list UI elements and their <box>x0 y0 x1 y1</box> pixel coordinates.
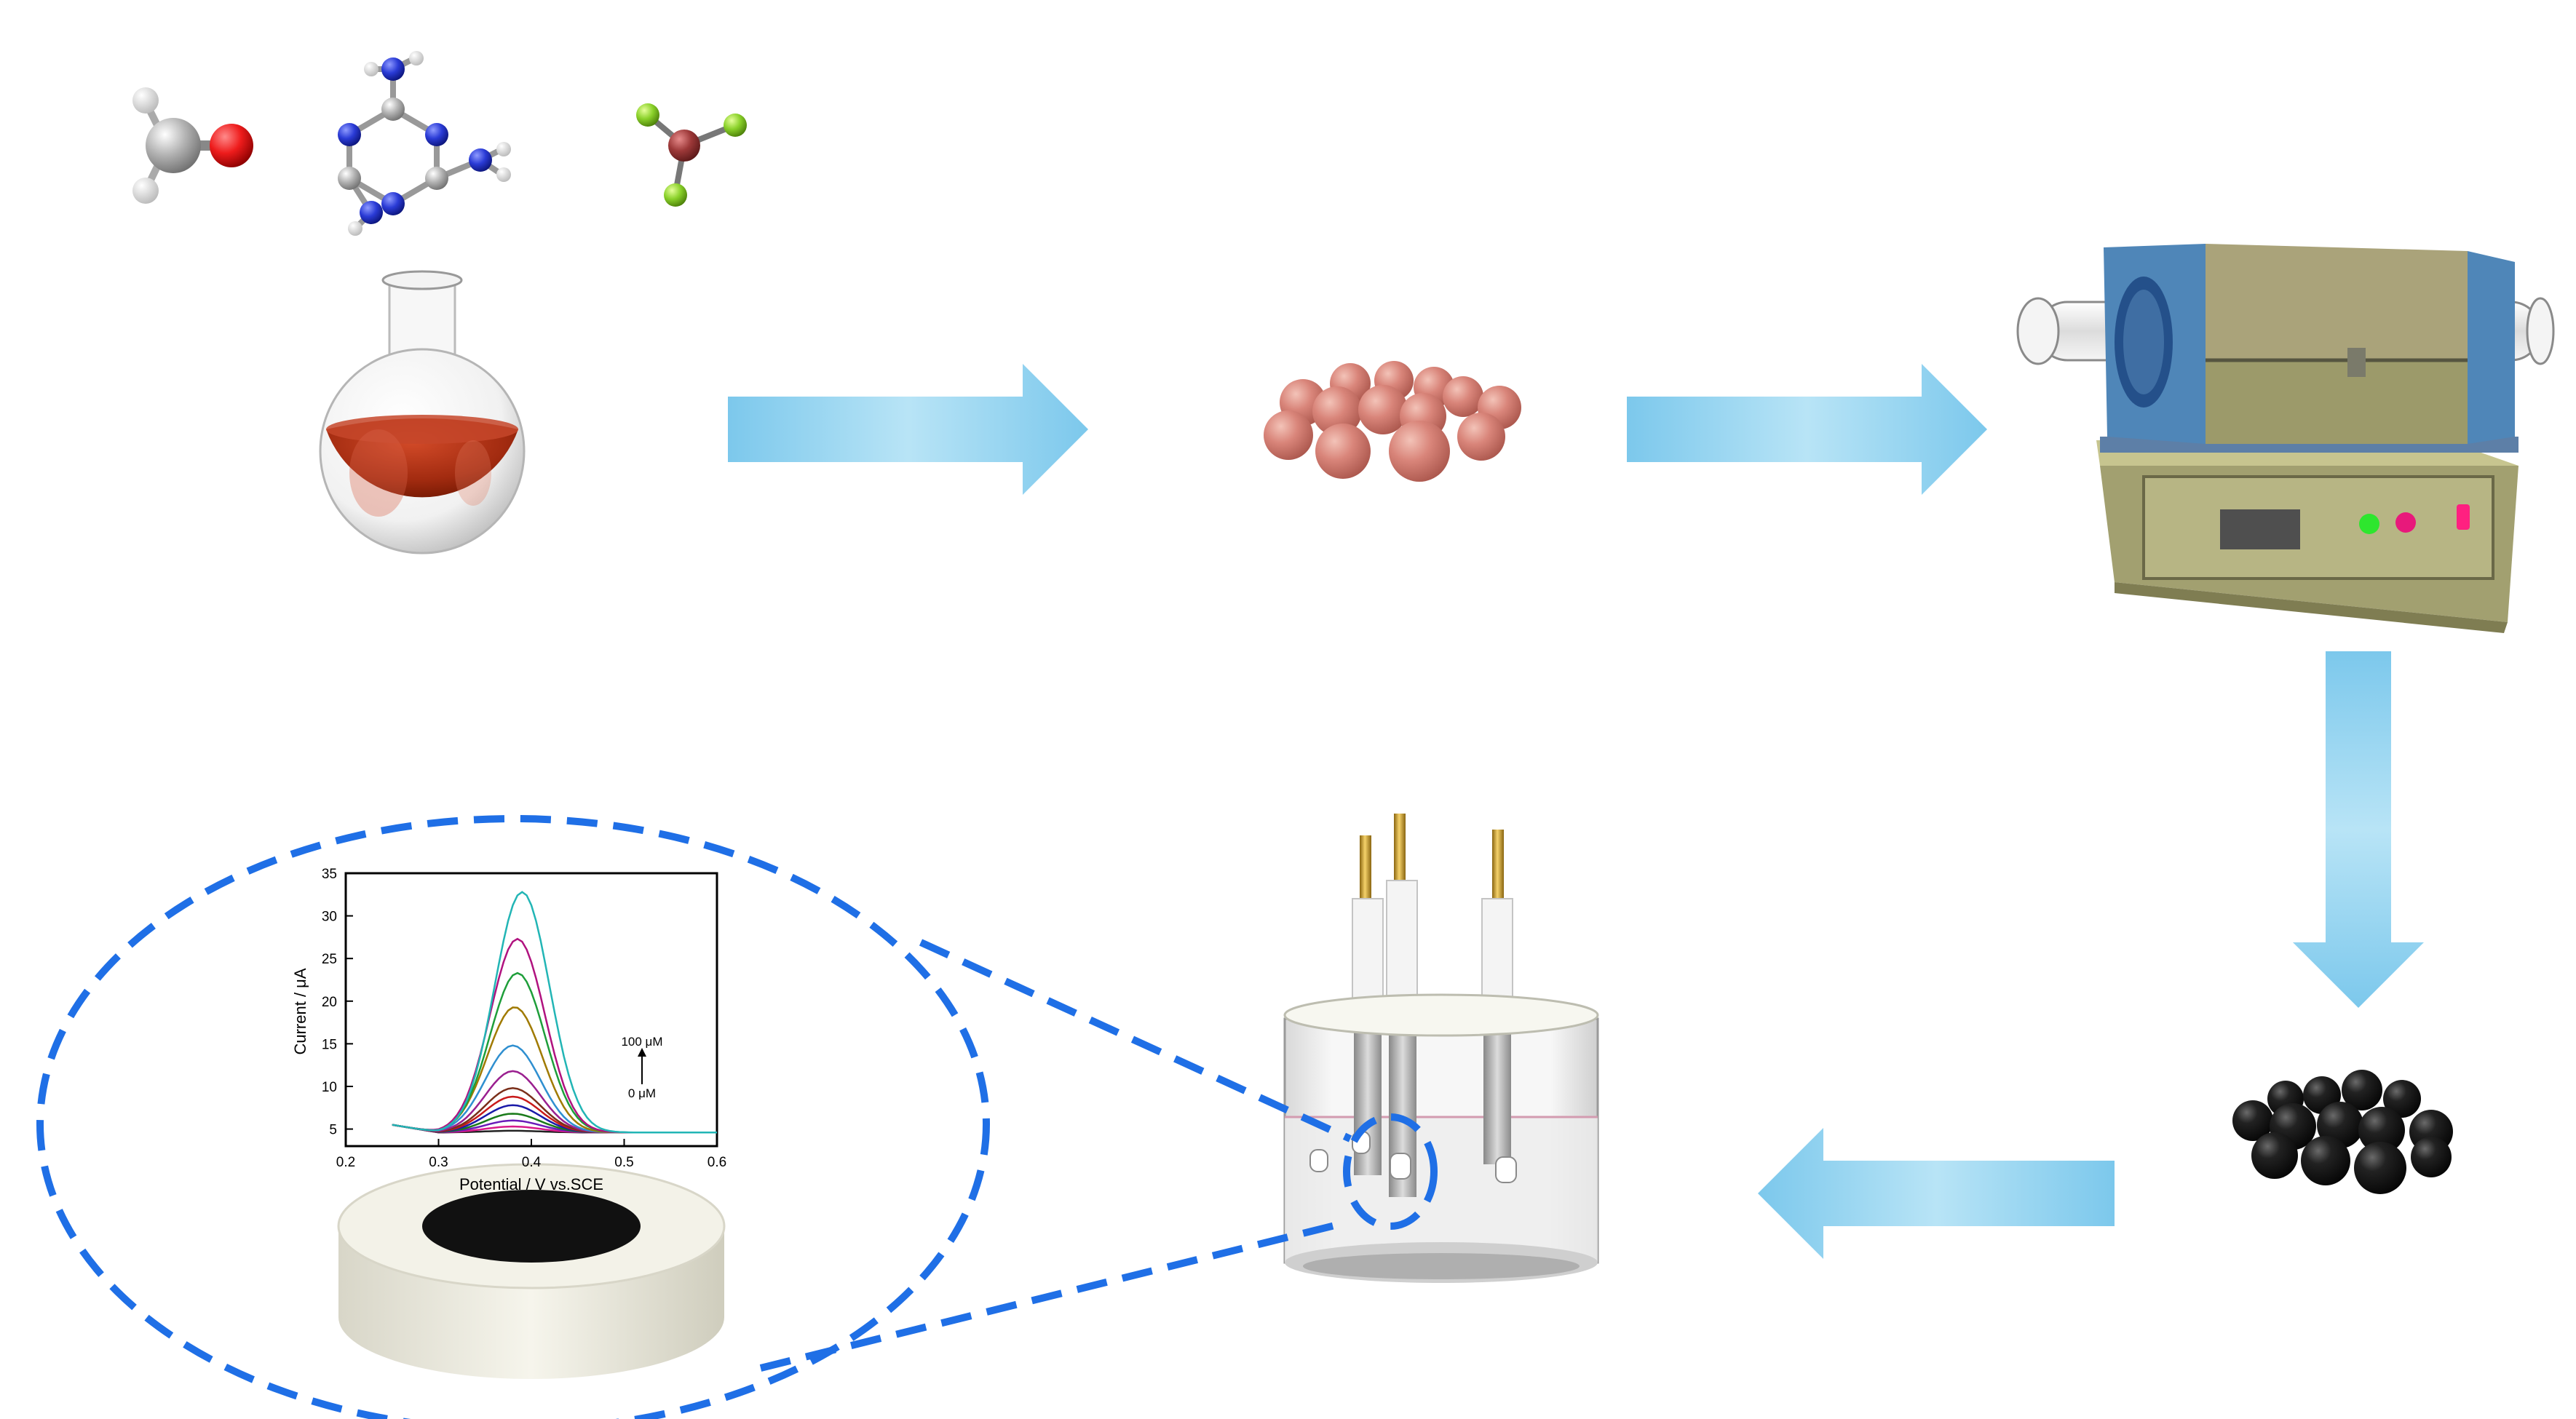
electrochemical-cell-icon <box>1283 814 1599 1283</box>
boron-trifluoride-icon <box>636 103 747 207</box>
dpv-curve <box>392 891 717 1134</box>
electrode-disk-icon <box>337 1163 726 1379</box>
y-tick-label: 20 <box>322 995 337 1010</box>
arrow-flask-to-spheres <box>728 364 1088 495</box>
x-tick-label: 0.6 <box>708 1155 726 1170</box>
dpv-chart: 0.2 0.3 0.4 0.5 0.6 5 10 15 20 25 30 35 Potential /… <box>291 867 726 1193</box>
annotation-arrow-head <box>638 1048 646 1057</box>
y-tick-label: 25 <box>322 952 337 967</box>
y-tick-label: 35 <box>322 867 337 882</box>
y-tick-label: 10 <box>322 1080 337 1095</box>
arrow-furnace-to-carbon <box>2293 651 2424 1008</box>
y-tick-label: 15 <box>322 1037 337 1052</box>
x-tick-label: 0.4 <box>522 1155 542 1170</box>
y-axis-label: Current / μA <box>291 968 309 1054</box>
annotation-bottom: 0 μM <box>628 1086 656 1100</box>
plot-frame <box>344 872 718 1148</box>
melamine-icon <box>338 51 511 236</box>
carbonized-spheres <box>2232 1070 2453 1194</box>
arrow-carbon-to-cell <box>1758 1128 2115 1259</box>
x-axis-label: Potential / V vs.SCE <box>459 1175 603 1193</box>
chart-series-group <box>392 891 717 1134</box>
annotation-top: 100 μM <box>621 1035 662 1049</box>
y-tick-label: 30 <box>322 910 337 925</box>
round-bottom-flask-icon <box>319 270 526 555</box>
x-tick-label: 0.2 <box>336 1155 355 1170</box>
arrow-spheres-to-furnace <box>1627 364 1987 495</box>
formaldehyde-icon <box>132 87 253 204</box>
precursor-spheres <box>1264 361 1521 482</box>
chart-axes-group: 0.2 0.3 0.4 0.5 0.6 5 10 15 20 25 30 35 <box>322 867 726 1170</box>
x-tick-label: 0.3 <box>429 1155 448 1170</box>
y-tick-label: 5 <box>329 1123 337 1138</box>
tube-furnace-icon <box>2016 244 2555 633</box>
x-tick-label: 0.5 <box>614 1155 633 1170</box>
zoom-callout <box>36 815 1438 1419</box>
